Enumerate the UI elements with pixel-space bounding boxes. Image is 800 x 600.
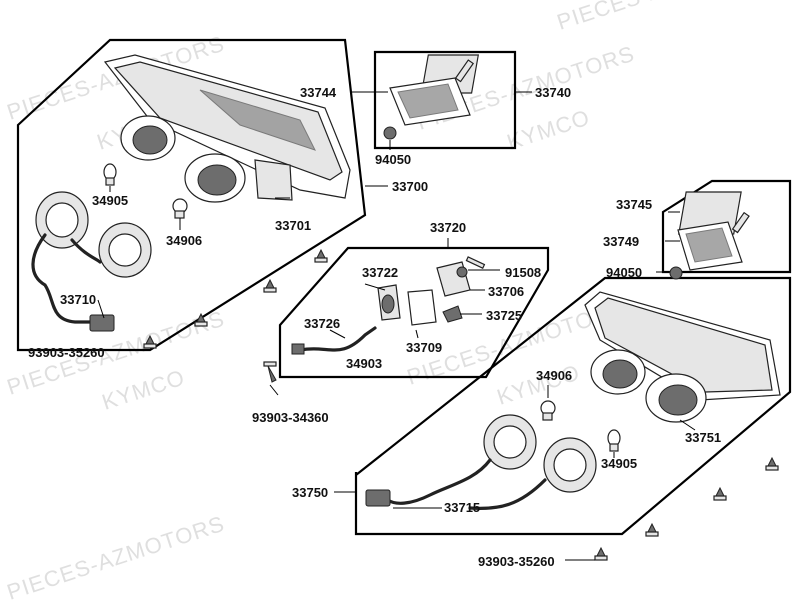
- callout-94050-top: 94050: [375, 152, 411, 167]
- callout-93903-34360: 93903-34360: [252, 410, 329, 425]
- screws-right: [594, 456, 779, 561]
- license-light-top: [383, 54, 480, 140]
- bulb-34905-left: [103, 163, 117, 186]
- callout-33709: 33709: [406, 340, 442, 355]
- callout-34906-left: 34906: [166, 233, 202, 248]
- left-socket-harness: [31, 191, 152, 332]
- callout-33745: 33745: [616, 197, 652, 212]
- middle-kit-frame: [278, 246, 550, 379]
- callout-33710: 33710: [60, 292, 96, 307]
- watermark-text: PIECES-AZMOTORS: [554, 0, 778, 35]
- callout-33722: 33722: [362, 265, 398, 280]
- watermark-text: KYMCO: [504, 104, 593, 154]
- bulb-34905-right: [607, 429, 621, 452]
- callout-94050-right: 94050: [606, 265, 642, 280]
- callout-33750: 33750: [292, 485, 328, 500]
- callout-33701: 33701: [275, 218, 311, 233]
- bulb-34906-left: [172, 198, 188, 219]
- callout-34905-left: 34905: [92, 193, 128, 208]
- callout-33726: 33726: [304, 316, 340, 331]
- callout-34903: 34903: [346, 356, 382, 371]
- callout-33715: 33715: [444, 500, 480, 515]
- watermark-text: PIECES-AZMOTORS: [4, 511, 228, 600]
- screw-93903-34360: [263, 361, 277, 383]
- license-light-top-frame: [373, 50, 517, 150]
- watermark-text: KYMCO: [99, 364, 188, 414]
- callout-33744: 33744: [300, 85, 337, 100]
- callout-33751: 33751: [685, 430, 721, 445]
- right-tail-light-housing: [584, 291, 781, 423]
- callout-91508: 91508: [505, 265, 541, 280]
- callout-33740: 33740: [535, 85, 571, 100]
- callout-33706: 33706: [488, 284, 524, 299]
- callout-34906-right: 34906: [536, 368, 572, 383]
- license-light-right: [669, 191, 750, 280]
- callout-labels: 33744 33740 94050 33700 34905 34906 3370…: [28, 85, 721, 569]
- license-light-right-frame: [661, 179, 792, 274]
- callout-33749: 33749: [603, 234, 639, 249]
- callout-34905-right: 34905: [601, 456, 637, 471]
- middle-kit-parts: [291, 256, 486, 355]
- callout-33700: 33700: [392, 179, 428, 194]
- callout-33725: 33725: [486, 308, 522, 323]
- screws-left: [143, 248, 328, 349]
- callout-33720: 33720: [430, 220, 466, 235]
- callout-93903-35260-left: 93903-35260: [28, 345, 105, 360]
- leader-lines: [97, 91, 696, 561]
- left-assembly-frame: [16, 38, 367, 352]
- bulb-34906-right: [540, 400, 556, 421]
- right-socket-harness: [365, 414, 597, 510]
- left-tail-light-housing: [103, 54, 351, 203]
- right-assembly-frame: [354, 276, 792, 536]
- callout-93903-35260-right: 93903-35260: [478, 554, 555, 569]
